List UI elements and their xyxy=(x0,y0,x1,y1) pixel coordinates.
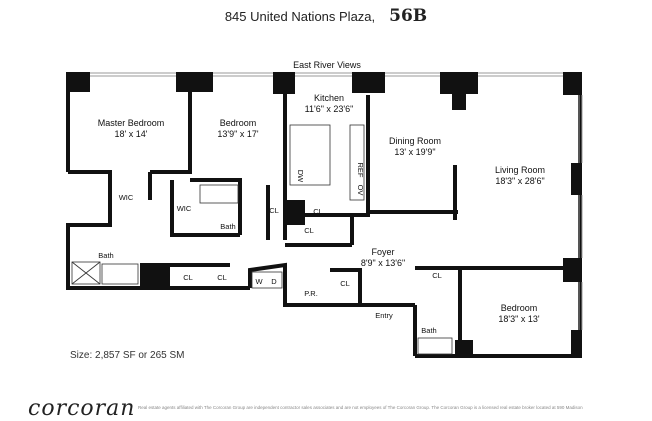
closet-label: CL xyxy=(432,271,442,280)
closet-label: CL xyxy=(304,226,314,235)
windows xyxy=(90,72,583,330)
closet-label: CL xyxy=(340,279,350,288)
closet-label: CL xyxy=(217,273,227,282)
disclaimer: Real estate agents affiliated with The C… xyxy=(138,405,583,410)
room-name-living: Living Room xyxy=(495,165,545,175)
room-name-bedroom-2: Bedroom xyxy=(501,303,538,313)
pillars xyxy=(66,72,582,356)
room-name-dining: Dining Room xyxy=(389,136,441,146)
address: 845 United Nations Plaza, xyxy=(224,9,376,24)
bath-label: Bath xyxy=(98,251,113,260)
dishwasher-label: DW xyxy=(296,170,305,183)
washer-label: W xyxy=(255,277,263,286)
corcoran-logo: corcoran xyxy=(28,396,136,421)
refrigerator-label: REF xyxy=(356,163,365,178)
powder-room-label: P.R. xyxy=(304,289,318,298)
wic-label: WIC xyxy=(177,204,192,213)
closet-label: CL xyxy=(269,206,279,215)
room-dims-living: 18'3" x 28'6" xyxy=(495,176,544,186)
unit-number: 56B xyxy=(389,6,428,26)
bath-label: Bath xyxy=(220,222,235,231)
entry-label: Entry xyxy=(375,311,393,320)
closet-label: CL xyxy=(183,273,193,282)
room-dims-foyer: 8'9" x 13'6" xyxy=(361,258,405,268)
view-label: East River Views xyxy=(293,60,361,70)
room-dims-bedroom: 13'9" x 17' xyxy=(217,129,258,139)
oven-label: OV xyxy=(356,185,365,196)
fixtures xyxy=(71,124,453,355)
bath-label: Bath xyxy=(421,326,436,335)
walls xyxy=(66,74,582,358)
dryer-label: D xyxy=(271,277,277,286)
room-dims-bedroom-2: 18'3" x 13' xyxy=(498,314,539,324)
closet-label: CL xyxy=(313,207,323,216)
room-name-kitchen: Kitchen xyxy=(314,93,344,103)
room-dims-kitchen: 11'6" x 23'6" xyxy=(305,104,354,114)
listing-title: 845 United Nations Plaza, 56B xyxy=(0,6,652,26)
room-dims-dining: 13' x 19'9" xyxy=(394,147,435,157)
unit-size: Size: 2,857 SF or 265 SM xyxy=(70,350,185,361)
room-name-master: Master Bedroom xyxy=(98,118,165,128)
room-dims-master: 18' x 14' xyxy=(115,129,148,139)
wic-label: WIC xyxy=(119,193,134,202)
room-name-foyer: Foyer xyxy=(371,247,394,257)
room-name-bedroom: Bedroom xyxy=(220,118,257,128)
